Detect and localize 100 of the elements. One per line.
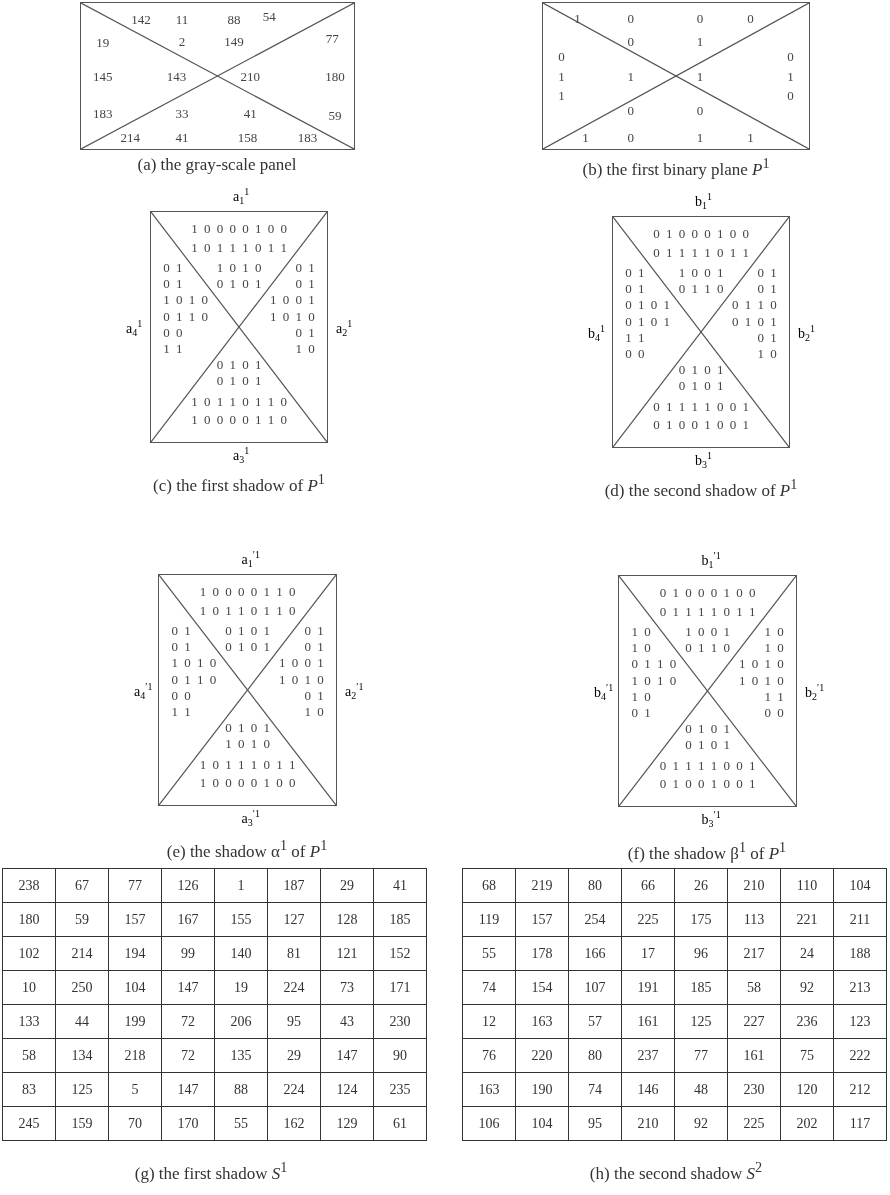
table-cell: 128: [320, 902, 374, 937]
table-cell: 12: [462, 1004, 516, 1039]
bit-row: 0 1: [304, 639, 324, 653]
table-cell: 214: [55, 936, 109, 971]
table-cell: 57: [568, 1004, 622, 1039]
pixel-value: 1: [787, 69, 794, 83]
table-cell: 74: [568, 1072, 622, 1107]
table-cell: 222: [833, 1038, 887, 1073]
table-cell: 102: [2, 936, 56, 971]
bit-row: 0 1 0 1: [225, 639, 270, 653]
table-cell: 92: [780, 970, 834, 1005]
table-cell: 210: [621, 1106, 675, 1141]
table-cell: 147: [320, 1038, 374, 1073]
bit-row: 1 0 0 0 0 1 0 0: [199, 775, 296, 789]
bit-row: 0 1 1 0: [731, 297, 777, 311]
table-cell: 59: [55, 902, 109, 937]
table-cell: 225: [727, 1106, 781, 1141]
table-cell: 44: [55, 1004, 109, 1039]
table-cell: 147: [161, 970, 215, 1005]
pixel-value: 149: [224, 34, 244, 48]
table-cell: 76: [462, 1038, 516, 1073]
bit-row: 1 0 1 0: [278, 672, 324, 685]
table-cell: 125: [674, 1004, 728, 1039]
table-cell: 254: [568, 902, 622, 937]
table-cell: 113: [727, 902, 781, 937]
pixel-value: 1: [696, 130, 704, 144]
table-cell: 5: [108, 1072, 162, 1107]
table-cell: 212: [833, 1072, 887, 1107]
bit-row: 0 1 0 1: [685, 737, 730, 751]
panel-box: [150, 211, 328, 443]
bit-row: 0 1 1 0: [678, 281, 724, 295]
table-cell: 104: [515, 1106, 569, 1141]
table-cell: 117: [833, 1106, 887, 1141]
pixel-value: 1: [696, 34, 704, 48]
table-cell: 66: [621, 868, 675, 903]
bit-row: 1 0 0 1: [278, 655, 324, 669]
bit-row: 0 1 0 1: [678, 378, 724, 392]
bit-row: 1 0: [631, 624, 651, 638]
table-cell: 106: [462, 1106, 516, 1141]
pixel-value: 2: [178, 34, 186, 48]
pixel-value: 41: [243, 106, 257, 119]
table-cell: 133: [2, 1004, 56, 1039]
table-cell: 180: [2, 902, 56, 937]
bit-row: 0 1: [631, 705, 651, 719]
table-cell: 43: [320, 1004, 374, 1039]
bit-row: 0 1: [163, 260, 183, 274]
table-cell: 129: [320, 1106, 374, 1141]
table-cell: 237: [621, 1038, 675, 1073]
table-cell: 10: [2, 970, 56, 1005]
bit-row: 0 1 1 1 1 0 0 1: [653, 399, 749, 413]
bit-row: 0 1: [757, 330, 777, 344]
table-cell: 155: [214, 902, 268, 937]
bit-row: 0 1 0 1: [225, 623, 270, 637]
table-cell: 48: [674, 1072, 728, 1107]
table-cell: 199: [108, 1004, 162, 1039]
table-cell: 58: [2, 1038, 56, 1073]
pixel-value: 1: [582, 130, 589, 144]
table-cell: 188: [833, 936, 887, 971]
pixel-value: 0: [696, 11, 704, 25]
table-cell: 120: [780, 1072, 834, 1107]
bit-row: 1 0 0 1: [269, 292, 315, 306]
pixel-value: 183: [93, 106, 113, 119]
bit-row: 0 1: [625, 281, 645, 295]
pixel-value: 0: [747, 11, 754, 25]
bit-row: 0 1: [625, 265, 645, 279]
table-cell: 211: [833, 902, 887, 937]
table-cell: 99: [161, 936, 215, 971]
table-cell: 227: [727, 1004, 781, 1039]
pixel-value: 0: [787, 88, 794, 102]
table-cell: 88: [214, 1072, 268, 1107]
table-cell: 230: [373, 1004, 427, 1039]
table-cell: 167: [161, 902, 215, 937]
table-cell: 185: [674, 970, 728, 1005]
pixel-value: 158: [237, 130, 258, 144]
bit-row: 1 0 1 0: [171, 655, 217, 669]
bit-row: 0 1: [163, 276, 183, 290]
pixel-value: 41: [175, 130, 189, 144]
table-cell: 55: [214, 1106, 268, 1141]
table-cell: 236: [780, 1004, 834, 1039]
table-cell: 135: [214, 1038, 268, 1073]
table-cell: 126: [161, 868, 215, 903]
pixel-value: 210: [240, 69, 260, 83]
pixel-value: 77: [325, 31, 339, 45]
table-cell: 166: [568, 936, 622, 971]
table-cell: 19: [214, 970, 268, 1005]
bit-row: 0 1 1 0: [685, 640, 730, 654]
table-cell: 83: [2, 1072, 56, 1107]
bit-row: 0 1 0 0 1 0 0 1: [659, 776, 756, 790]
table-cell: 17: [621, 936, 675, 971]
bit-row: 0 1: [757, 281, 777, 295]
pixel-value: 1: [558, 88, 565, 102]
table-cell: 219: [515, 868, 569, 903]
table-cell: 58: [727, 970, 781, 1005]
bit-row: 0 1 0 1: [625, 314, 671, 327]
pixel-value: 0: [627, 103, 634, 117]
pixel-value: 145: [93, 69, 113, 83]
bit-row: 1 0 1 1 0 1 1 0: [191, 394, 287, 408]
pixel-value: 0: [787, 49, 794, 63]
bit-row: 0 1 1 0: [163, 309, 209, 322]
caption: (e) the shadow α$^{1}$ of P$^{1}$: [166, 838, 328, 860]
